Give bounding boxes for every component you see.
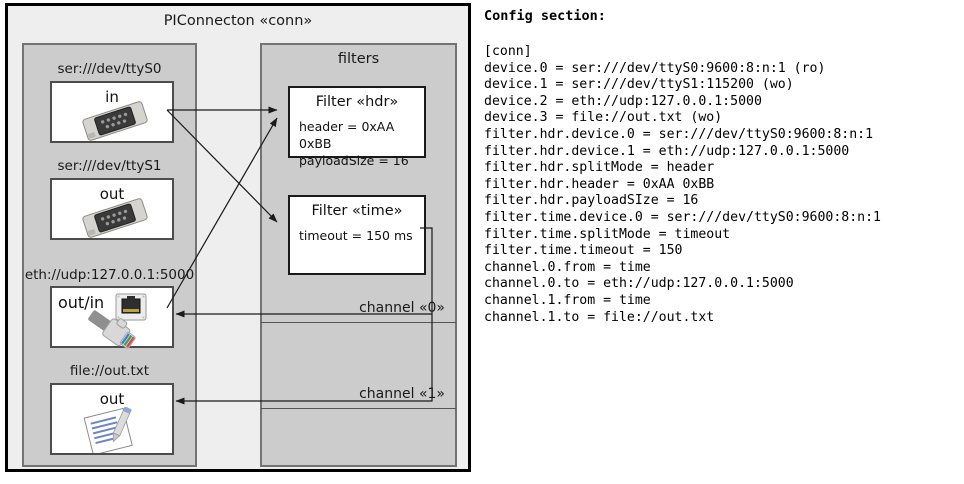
ethernet-port-icon <box>114 292 148 326</box>
config-line: filter.hdr.payloadSIze = 16 <box>484 193 699 209</box>
config-line: filter.time.device.0 = ser:///dev/ttyS0:… <box>484 209 881 225</box>
config-line: filter.hdr.device.1 = eth://udp:127.0.0.… <box>484 143 850 159</box>
serial-port-icon <box>78 101 152 145</box>
device-label-eth: eth://udp:127.0.0.1:5000 <box>24 267 195 283</box>
device-port-file: out <box>99 390 125 408</box>
config-line: filter.hdr.splitMode = header <box>484 160 715 176</box>
channel-box-1[interactable] <box>261 323 456 409</box>
device-box-file[interactable]: out <box>50 383 174 457</box>
diagram-title: PIConnecton «conn» <box>163 13 313 29</box>
config-line: device.3 = file://out.txt (wo) <box>484 110 723 126</box>
filters-group: filters Filter «hdr» header = 0xAA 0xBB … <box>260 43 457 467</box>
filter-prop: payloadSize = 16 <box>299 153 409 168</box>
config-line: channel.0.from = time <box>484 259 651 275</box>
channel-label-0: channel «0» <box>359 300 445 316</box>
filter-prop: header = 0xAA 0xBB <box>299 119 395 151</box>
config-body: [conn]device.0 = ser:///dev/ttyS0:9600:8… <box>484 44 881 326</box>
config-line: filter.time.timeout = 150 <box>484 243 683 259</box>
device-port-ttys0: in <box>105 88 119 106</box>
config-line: filter.time.splitMode = timeout <box>484 226 731 242</box>
config-line: channel.1.from = time <box>484 292 651 308</box>
filter-props-hdr: header = 0xAA 0xBB payloadSize = 16 <box>299 118 424 169</box>
config-line: channel.1.to = file://out.txt <box>484 309 715 325</box>
config-line: channel.0.to = eth://udp:127.0.0.1:5000 <box>484 276 794 292</box>
text-file-icon <box>82 406 148 457</box>
config-line: device.0 = ser:///dev/ttyS0:9600:8:n:1 (… <box>484 60 826 76</box>
filter-title-hdr: Filter «hdr» <box>315 94 399 110</box>
device-port-eth: out/in <box>58 293 105 312</box>
device-port-ttys1: out <box>99 185 125 203</box>
config-line: filter.hdr.header = 0xAA 0xBB <box>484 176 715 192</box>
filter-title-time: Filter «time» <box>311 203 403 219</box>
serial-port-icon <box>78 198 152 242</box>
ethernet-cable-icon <box>82 310 144 354</box>
config-panel: Config section: [conn]device.0 = ser:///… <box>482 0 960 484</box>
filter-box-hdr[interactable]: Filter «hdr» header = 0xAA 0xBB payloadS… <box>288 86 426 168</box>
config-line: device.2 = eth://udp:127.0.0.1:5000 <box>484 93 762 109</box>
device-label-ttys0: ser:///dev/ttyS0 <box>57 61 162 77</box>
device-label-file: file://out.txt <box>69 363 150 379</box>
channel-box-0[interactable] <box>261 44 456 323</box>
device-label-ttys1: ser:///dev/ttyS1 <box>57 158 162 174</box>
device-box-ttys1[interactable]: out <box>50 178 174 240</box>
config-heading: Config section: <box>484 8 606 24</box>
config-line: [conn] <box>484 44 532 59</box>
filters-group-title: filters <box>337 51 380 67</box>
channel-label-1: channel «1» <box>359 386 445 402</box>
config-line: filter.hdr.device.0 = ser:///dev/ttyS0:9… <box>484 126 874 142</box>
diagram-frame: PIConnecton «conn» ser:///dev/ttyS0 in <box>5 3 471 472</box>
devices-group: ser:///dev/ttyS0 in <box>22 43 197 467</box>
config-line: device.1 = ser:///dev/ttyS1:115200 (wo) <box>484 77 794 93</box>
device-box-ttys0[interactable]: in <box>50 81 174 143</box>
device-box-eth[interactable]: out/in <box>50 286 174 349</box>
